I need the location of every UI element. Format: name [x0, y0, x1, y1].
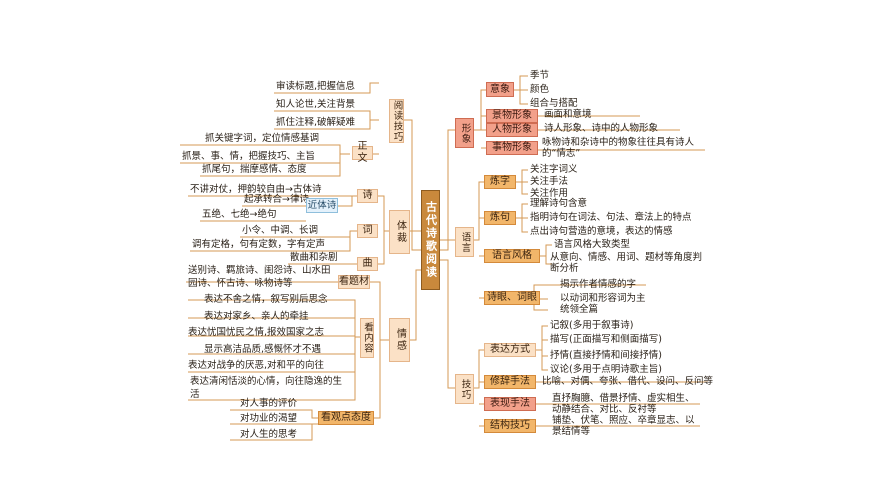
- presentation-technique-item: 直抒胸臆、借景抒情、虚实相生、动静结合、对比、反衬等: [552, 393, 695, 415]
- body-text-item: 抓尾句，揣摩感情、态度: [202, 164, 307, 175]
- expression-mode-item: 描写(正面描写和侧面描写): [550, 334, 662, 345]
- node-poem-eye: 诗眼、词眼: [484, 291, 540, 305]
- ci-item: 调有定格，句有定数，字有定声: [192, 239, 326, 250]
- content-item: 显示高洁品质,感慨怀才不遇: [204, 344, 322, 355]
- structure-technique-item: 铺垫、伏笔、照应、卒章显志、以景结情等: [552, 415, 695, 437]
- object-image-item: 咏物诗和杂诗中的物象往往具有诗人的“情志”: [542, 137, 695, 159]
- poem-item: 起承转合→律诗: [244, 194, 309, 205]
- content-item: 表达对战争的厌恶,对和平的向往: [188, 360, 325, 371]
- body-text-item: 抓景、事、情，把握技巧、主旨: [182, 151, 316, 162]
- poem-eye-item: 统领全篇: [560, 304, 599, 315]
- ci-item: 小令、中调、长调: [242, 225, 319, 236]
- content-item: 表达对家乡、亲人的牵挂: [204, 311, 309, 322]
- language-style-item: 从意向、情感、用词、题材等角度判断分析: [550, 252, 703, 274]
- node-qu: 曲: [357, 257, 378, 271]
- node-word-refining: 炼字: [484, 175, 516, 189]
- node-by-subject: 看题材: [338, 275, 370, 289]
- content-item: 表达忧国忧民之情,报效国家之志: [188, 327, 325, 338]
- reading-skill-item: 知人论世,关注背景: [276, 99, 356, 110]
- node-object-image: 事物形象: [486, 141, 538, 155]
- center-topic: 古代诗歌阅读: [421, 190, 440, 290]
- node-expression-mode: 表达方式: [484, 343, 536, 357]
- subject-item: 送别诗、羁旅诗、闺怨诗、山水田园诗、怀古诗、咏物诗等: [188, 265, 331, 289]
- branch-language: 语言: [455, 227, 474, 257]
- branch-genre: 体裁: [389, 210, 410, 254]
- attitude-item: 对人生的思考: [240, 429, 298, 440]
- imagery-item: 颜色: [530, 84, 550, 95]
- branch-techniques: 技巧: [455, 374, 474, 404]
- expression-mode-item: 记叙(多用于叙事诗): [550, 320, 634, 331]
- reading-skill-item: 审读标题,把握信息: [276, 81, 356, 92]
- word-refining-item: 关注字词义: [530, 164, 578, 175]
- scene-image-item: 画面和意境: [544, 109, 592, 120]
- node-scene-image: 景物形象: [486, 109, 538, 123]
- word-refining-item: 关注手法: [530, 176, 569, 187]
- node-rhetoric: 修辞手法: [484, 375, 536, 389]
- word-refining-item: 关注作用: [530, 188, 569, 199]
- poem-eye-item: 以动词和形容词为主: [560, 293, 646, 304]
- content-item: 表达不舍之情，叙写别后思念: [204, 294, 328, 305]
- node-ci: 词: [357, 224, 378, 238]
- node-body-text: 正文: [352, 141, 373, 164]
- content-item: 表达清闲恬淡的心情，向往隐逸的生活: [190, 376, 343, 400]
- body-text-item: 抓关键字词，定位情感基调: [205, 133, 320, 144]
- sentence-refining-item: 指明诗句在词法、句法、章法上的特点: [530, 212, 692, 223]
- qu-item: 散曲和杂剧: [290, 252, 338, 263]
- node-presentation-technique: 表现手法: [484, 397, 536, 411]
- attitude-item: 对功业的渴望: [240, 413, 298, 424]
- branch-reading-skills: 阅读技巧: [389, 99, 404, 143]
- node-by-content: 看内容: [360, 318, 374, 358]
- node-structure-technique: 结构技巧: [484, 419, 536, 433]
- node-character-image: 人物形象: [486, 123, 538, 137]
- branch-emotion: 情感: [389, 318, 410, 362]
- branch-image: 形象: [455, 118, 474, 148]
- node-sentence-refining: 炼句: [484, 211, 516, 225]
- node-language-style: 语言风格: [484, 249, 540, 263]
- expression-mode-item: 议论(多用于点明诗歌主旨): [550, 364, 662, 375]
- character-image-item: 诗人形象、诗中的人物形象: [544, 123, 659, 134]
- node-modern-style-poetry: 近体诗: [306, 198, 338, 213]
- node-imagery: 意象: [486, 82, 514, 97]
- language-style-item: 语言风格大致类型: [554, 239, 631, 250]
- attitude-item: 对人事的评价: [240, 398, 298, 409]
- sentence-refining-item: 点出诗句营造的意境，表达的情感: [530, 226, 673, 237]
- poem-item: 五绝、七绝→绝句: [202, 209, 277, 220]
- node-by-attitude: 看观点态度: [318, 411, 374, 425]
- imagery-item: 组合与搭配: [530, 98, 578, 109]
- reading-skill-item: 抓住注释,破解疑难: [276, 117, 356, 128]
- node-poem: 诗: [357, 189, 378, 203]
- sentence-refining-item: 理解诗句含意: [530, 198, 588, 209]
- imagery-item: 季节: [530, 70, 550, 81]
- expression-mode-item: 抒情(直接抒情和间接抒情): [550, 350, 662, 361]
- poem-eye-item: 揭示作者情感的字: [560, 279, 637, 290]
- poem-item: 不讲对仗，押韵较自由→古体诗: [190, 184, 322, 195]
- rhetoric-item: 比喻、对偶、夸张、借代、设问、反问等: [542, 376, 714, 387]
